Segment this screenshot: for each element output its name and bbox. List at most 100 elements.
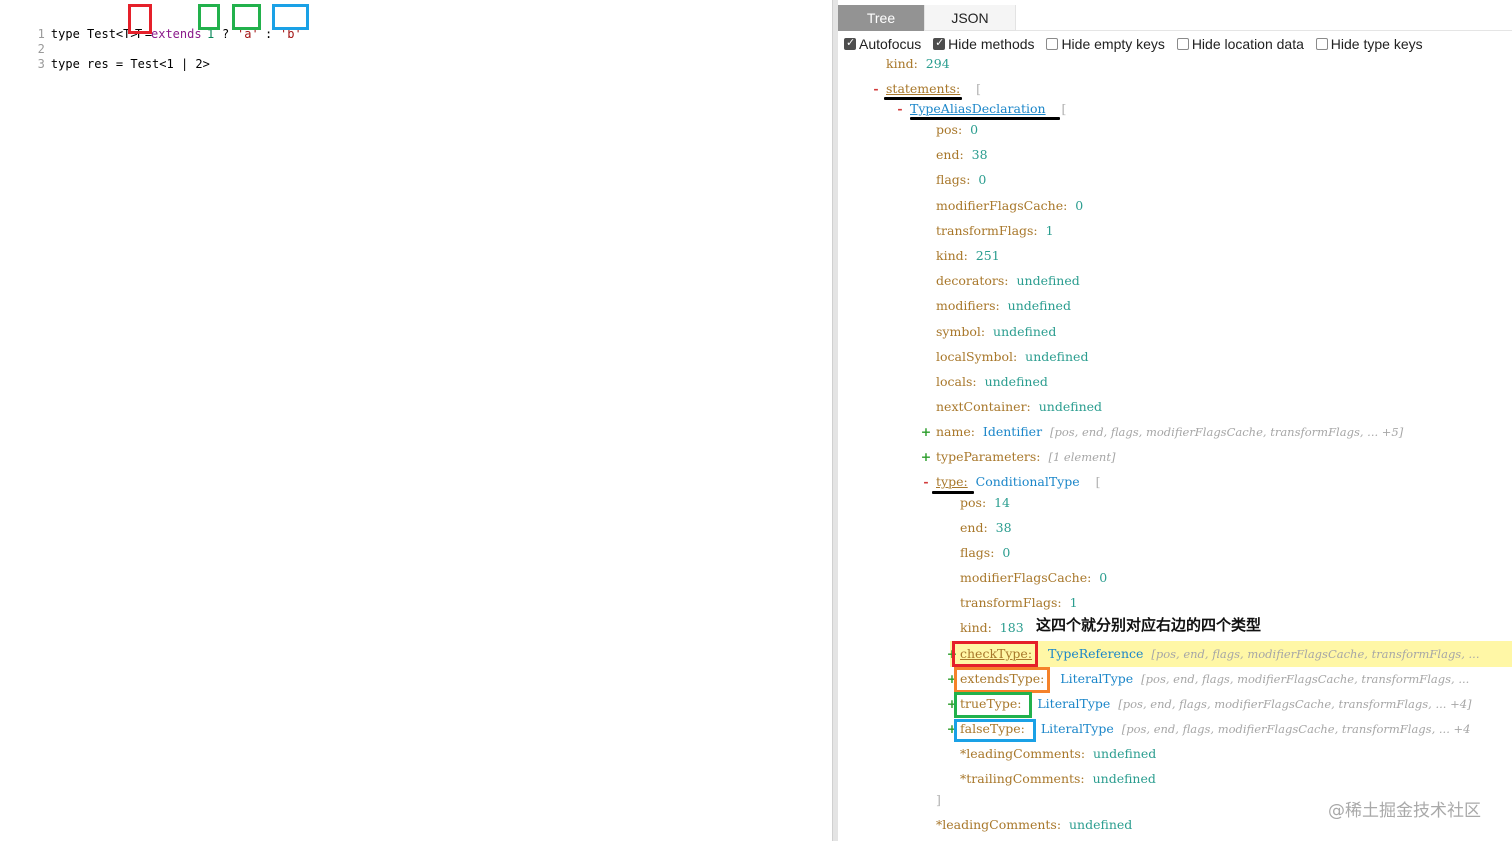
tree-key: transformFlags: bbox=[960, 595, 1062, 610]
extends-type-box bbox=[954, 667, 1050, 693]
tree-row-property[interactable]: localSymbol: undefined bbox=[936, 348, 1088, 366]
tree-row-property[interactable]: pos: 14 bbox=[960, 494, 1010, 512]
expand-toggle[interactable]: + bbox=[946, 646, 958, 661]
tree-value: 251 bbox=[975, 248, 1000, 263]
option-autofocus[interactable]: Autofocus bbox=[844, 36, 921, 52]
tree-type-name: TypeReference bbox=[1047, 646, 1144, 661]
tree-key: checkType: bbox=[960, 646, 1033, 661]
tree-row-true-type[interactable]: + trueType: LiteralType [pos, end, flags… bbox=[946, 695, 1472, 713]
tree-row-type-alias-declaration[interactable]: - TypeAliasDeclaration [ bbox=[894, 100, 1066, 118]
option-hide-location-data[interactable]: Hide location data bbox=[1176, 36, 1304, 52]
tree-row-kind[interactable]: kind: 294 bbox=[886, 55, 950, 73]
tree-row-property[interactable]: flags: 0 bbox=[960, 544, 1010, 562]
hide-empty-keys-checkbox[interactable] bbox=[1046, 38, 1059, 50]
tree-summary: [pos, end, flags, modifierFlagsCache, tr… bbox=[1121, 722, 1471, 736]
option-hide-type-keys[interactable]: Hide type keys bbox=[1315, 36, 1423, 52]
tree-row-extends-type[interactable]: + extendsType: LiteralType [pos, end, fl… bbox=[946, 670, 1470, 688]
tree-row-property[interactable]: flags: 0 bbox=[936, 171, 986, 189]
tree-row-property[interactable]: pos: 0 bbox=[936, 121, 978, 139]
tree-type-name: LiteralType bbox=[1037, 696, 1111, 711]
tree-key: trueType: bbox=[960, 696, 1022, 711]
hide-methods-checkbox[interactable] bbox=[933, 36, 946, 50]
tree-value: 14 bbox=[994, 495, 1011, 510]
selected-row-highlight bbox=[950, 641, 1512, 667]
tree-key: statements: bbox=[886, 81, 961, 96]
tree-row-statements[interactable]: - statements: [ bbox=[870, 80, 981, 98]
annotation-text: 这四个就分别对应右边的四个类型 bbox=[1036, 616, 1262, 634]
autofocus-checkbox[interactable] bbox=[844, 36, 856, 50]
collapse-toggle[interactable]: - bbox=[923, 474, 929, 489]
tree-bracket: [ bbox=[976, 81, 982, 96]
expand-toggle[interactable]: + bbox=[946, 671, 958, 686]
tree-row-property[interactable]: transformFlags: 1 bbox=[960, 594, 1078, 612]
watermark: @稀土掘金技术社区 bbox=[1328, 801, 1481, 821]
tab-tree[interactable]: Tree bbox=[838, 5, 924, 31]
tree-value: undefined bbox=[1025, 348, 1089, 364]
tree-row-property[interactable]: end: 38 bbox=[960, 519, 1012, 537]
pane-divider[interactable] bbox=[832, 0, 838, 841]
option-label: Hide methods bbox=[948, 36, 1035, 52]
code-line-2[interactable]: 2 bbox=[0, 25, 51, 56]
option-label: Autofocus bbox=[859, 36, 922, 52]
tree-row-false-type[interactable]: + falseType: LiteralType [pos, end, flag… bbox=[946, 720, 1471, 738]
false-type-marker bbox=[272, 4, 309, 30]
tree-type-name: ConditionalType bbox=[975, 474, 1080, 489]
tree-row-property[interactable]: modifierFlagsCache: 0 bbox=[936, 197, 1083, 215]
collapse-toggle[interactable]: - bbox=[873, 81, 879, 96]
tree-value: 1 bbox=[1045, 222, 1054, 238]
tree-row-name[interactable]: + name: Identifier [pos, end, flags, mod… bbox=[920, 423, 1403, 441]
expand-toggle[interactable]: + bbox=[946, 721, 958, 736]
tree-key: localSymbol: bbox=[936, 348, 1018, 364]
code-extends-type: 1 bbox=[207, 27, 215, 41]
tree-key: end: bbox=[960, 520, 988, 535]
option-hide-empty-keys[interactable]: Hide empty keys bbox=[1046, 36, 1165, 52]
tree-bracket: [ bbox=[1095, 474, 1101, 489]
tree-key: kind: bbox=[960, 620, 992, 635]
tree-row-type-parameters[interactable]: + typeParameters: [1 element] bbox=[920, 448, 1116, 466]
tree-row-property[interactable]: end: 38 bbox=[936, 146, 988, 164]
option-hide-methods[interactable]: Hide methods bbox=[933, 36, 1035, 52]
tree-summary: [pos, end, flags, modifierFlagsCache, tr… bbox=[1050, 425, 1404, 439]
tree-row-property[interactable]: modifiers: undefined bbox=[936, 297, 1071, 315]
tree-row-property[interactable]: modifierFlagsCache: 0 bbox=[960, 569, 1107, 587]
tab-json[interactable]: JSON bbox=[924, 5, 1016, 31]
tree-row-property[interactable]: decorators: undefined bbox=[936, 272, 1080, 290]
tree-row-leading-comments-outer[interactable]: *leadingComments: undefined bbox=[936, 816, 1132, 834]
view-tabs: Tree JSON bbox=[838, 5, 1512, 31]
tree-row-property[interactable]: nextContainer: undefined bbox=[936, 398, 1102, 416]
tree-row-property[interactable]: transformFlags: 1 bbox=[936, 222, 1054, 240]
tree-value: 0 bbox=[1075, 197, 1084, 213]
tree-row-property[interactable]: locals: undefined bbox=[936, 373, 1048, 391]
expand-toggle[interactable]: + bbox=[946, 696, 958, 711]
tree-row-property[interactable]: symbol: undefined bbox=[936, 323, 1056, 341]
tree-key: flags: bbox=[936, 172, 971, 188]
true-type-marker bbox=[232, 4, 261, 30]
check-type-box bbox=[952, 641, 1038, 667]
tree-summary: [pos, end, flags, modifierFlagsCache, tr… bbox=[1141, 672, 1470, 686]
code-prefix: type Test<T> = bbox=[50, 27, 160, 41]
tree-type-name: TypeAliasDeclaration bbox=[910, 101, 1046, 116]
line-number: 3 bbox=[37, 57, 45, 71]
tree-row-type[interactable]: - type: ConditionalType [ bbox=[920, 473, 1100, 491]
hide-location-data-checkbox[interactable] bbox=[1176, 38, 1189, 50]
hide-type-keys-checkbox[interactable] bbox=[1315, 38, 1328, 50]
tree-value: 294 bbox=[925, 56, 950, 71]
tree-row-check-type[interactable]: + checkType: TypeReference [pos, end, fl… bbox=[946, 645, 1480, 663]
tree-row-trailing-comments-inner[interactable]: *trailingComments: undefined bbox=[960, 770, 1156, 788]
tree-type-name: LiteralType bbox=[1040, 721, 1114, 736]
expand-toggle[interactable]: + bbox=[920, 449, 932, 464]
code-line-3[interactable]: 3 type res = Test<1 | 2> bbox=[0, 40, 210, 71]
tree-row-property[interactable]: kind: 251 bbox=[936, 247, 1000, 265]
collapse-toggle[interactable]: - bbox=[897, 101, 903, 116]
tree-row-leading-comments-inner[interactable]: *leadingComments: undefined bbox=[960, 745, 1156, 763]
tree-row-property[interactable]: kind: 183 bbox=[960, 619, 1024, 637]
tree-value: 0 bbox=[978, 172, 987, 188]
tree-key: modifierFlagsCache: bbox=[960, 570, 1092, 585]
code-question: ? bbox=[222, 27, 230, 41]
code-text: type res = Test<1 | 2> bbox=[50, 57, 210, 71]
statements-underline-mark bbox=[884, 97, 962, 100]
ast-panel: Tree JSON Autofocus Hide methods Hide em… bbox=[838, 0, 1512, 841]
expand-toggle[interactable]: + bbox=[920, 424, 932, 439]
